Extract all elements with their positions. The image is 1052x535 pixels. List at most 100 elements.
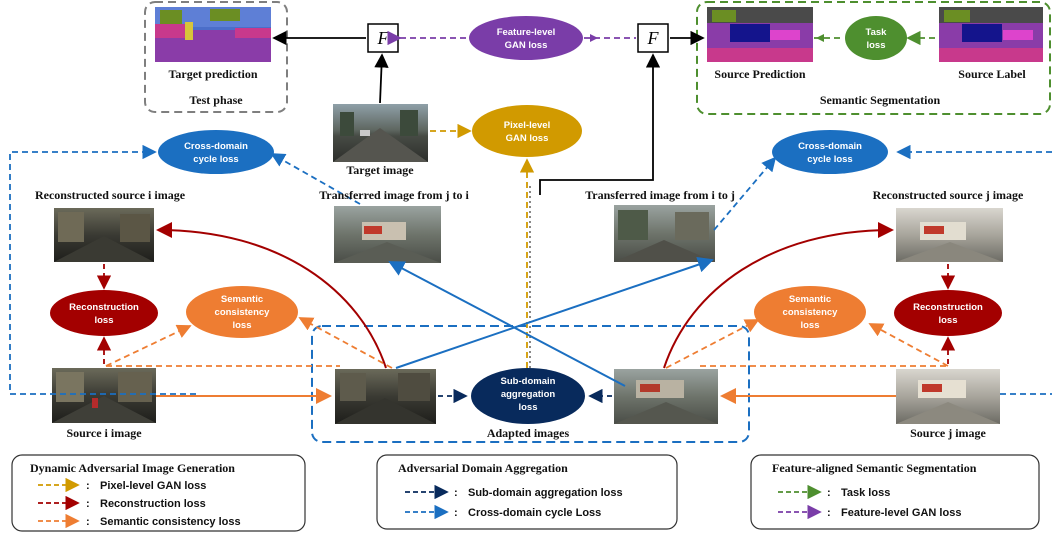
- transferred-i-to-j-image: [614, 205, 715, 262]
- subdomain-line1: Sub-domain: [501, 376, 556, 387]
- test-phase-box: [144, 1, 288, 113]
- arrow-semantic-right-source: [868, 323, 949, 367]
- arrow-cycle-left-transfer: [270, 153, 361, 205]
- source-prediction-image: [707, 7, 813, 62]
- legend-aggregation-title: Adversarial Domain Aggregation: [398, 461, 568, 475]
- source-label-image: [939, 7, 1043, 62]
- mapping-f-left: F: [367, 23, 399, 53]
- adapted-image-left: [335, 369, 436, 424]
- adapted-images-box: [311, 325, 750, 443]
- task-loss-node: Task loss: [845, 16, 907, 60]
- legend-pixel-gan-label: Pixel-level GAN loss: [100, 480, 206, 492]
- recon-source-i-caption: Reconstructed source i image: [35, 188, 186, 202]
- arrow-cycle-left-loop: [9, 144, 196, 395]
- target-prediction-caption: Target prediction: [169, 67, 258, 81]
- pixel-gan-loss-node: Pixel-level GAN loss: [472, 105, 582, 157]
- semantic-right-line1: Semantic: [789, 294, 831, 305]
- task-loss-line2: loss: [866, 40, 885, 51]
- subdomain-line2: aggregation: [501, 389, 556, 400]
- semantic-left-line3: loss: [232, 320, 251, 331]
- transfer-j-to-i-caption: Transferred image from j to i: [319, 188, 469, 202]
- legend-dynamic-title: Dynamic Adversarial Image Generation: [30, 461, 235, 475]
- legend-dynamic-generation: Dynamic Adversarial Image Generation : P…: [11, 454, 306, 532]
- legend-task-label: Task loss: [841, 487, 890, 499]
- reconstructed-source-j-image: [896, 208, 1003, 262]
- legend-domain-aggregation: Adversarial Domain Aggregation : Sub-dom…: [376, 454, 678, 530]
- legend-subdomain-colon: :: [454, 487, 458, 499]
- arrow-semantic-right-adapted: [665, 319, 760, 369]
- mapping-f-left-label: F: [377, 28, 390, 48]
- arrowhead-task-left: [816, 34, 824, 42]
- recon-source-j-caption: Reconstructed source j image: [873, 188, 1024, 202]
- mapping-f-right: F: [637, 23, 669, 53]
- target-image-caption: Target image: [346, 163, 414, 177]
- reconstruction-loss-node-right: Reconstruction loss: [894, 290, 1002, 336]
- feature-gan-loss-line2: GAN loss: [505, 40, 548, 51]
- source-i-caption: Source i image: [66, 426, 142, 440]
- test-phase-caption: Test phase: [189, 93, 243, 107]
- target-prediction-image: [155, 7, 271, 62]
- source-j-image: [896, 369, 1000, 424]
- arrow-adapted-to-f: [539, 53, 661, 195]
- arrow-target-to-f: [374, 53, 389, 104]
- reconstructed-source-i-image: [54, 208, 154, 262]
- arrow-adapted-to-transfer-ij: [395, 256, 714, 369]
- feature-gan-loss-node: Feature-level GAN loss: [469, 16, 583, 60]
- arrow-recon-curve-right: [663, 222, 894, 369]
- reconstruction-loss-node-left: Reconstruction loss: [50, 290, 158, 336]
- task-loss-line1: Task: [866, 27, 888, 38]
- cycle-loss-node-left: Cross-domain cycle loss: [158, 130, 274, 174]
- legend-task-colon: :: [827, 487, 831, 499]
- legend-segmentation-title: Feature-aligned Semantic Segmentation: [772, 461, 977, 475]
- reconstruction-right-line2: loss: [938, 315, 957, 326]
- semantic-segmentation-caption: Semantic Segmentation: [820, 93, 941, 107]
- semantic-segmentation-box: [696, 1, 1051, 115]
- reconstruction-left-line2: loss: [94, 315, 113, 326]
- source-label-caption: Source Label: [958, 67, 1026, 81]
- source-prediction-caption: Source Prediction: [714, 67, 806, 81]
- target-image: [333, 104, 428, 162]
- legend-pixel-gan-colon: :: [86, 480, 90, 492]
- semantic-left-line1: Semantic: [221, 294, 263, 305]
- legend-feature-gan-colon: :: [827, 507, 831, 519]
- mapping-f-right-label: F: [647, 28, 660, 48]
- arrow-adapted-to-transfer-ji: [388, 261, 626, 387]
- cycle-loss-node-right: Cross-domain cycle loss: [772, 130, 888, 174]
- adapted-images-caption: Adapted images: [487, 426, 570, 440]
- legend-cycle-label: Cross-domain cycle Loss: [468, 507, 601, 519]
- reconstruction-left-line1: Reconstruction: [69, 302, 139, 313]
- semantic-right-line2: consistency: [783, 307, 839, 318]
- cycle-loss-right-line1: Cross-domain: [798, 141, 862, 152]
- legend-cycle-colon: :: [454, 507, 458, 519]
- legend-feature-gan-label: Feature-level GAN loss: [841, 507, 961, 519]
- transferred-j-to-i-image: [334, 206, 441, 263]
- legend-reconstruction-label: Reconstruction loss: [100, 498, 206, 510]
- legend-feature-segmentation: Feature-aligned Semantic Segmentation : …: [750, 454, 1040, 530]
- subdomain-loss-node: Sub-domain aggregation loss: [471, 368, 585, 424]
- arrowhead-feature-gan-right: [590, 34, 598, 42]
- cycle-loss-right-line2: cycle loss: [807, 154, 852, 165]
- adapted-image-right: [614, 369, 718, 424]
- semantic-right-line3: loss: [800, 320, 819, 331]
- arrow-semantic-left-adapted: [298, 317, 393, 369]
- legend-subdomain-label: Sub-domain aggregation loss: [468, 487, 623, 499]
- source-j-caption: Source j image: [910, 426, 986, 440]
- arrow-semantic-left-source: [105, 324, 192, 367]
- arrow-cycle-right-transfer: [713, 156, 777, 231]
- legend-semantic-colon: :: [86, 516, 90, 528]
- feature-gan-loss-line1: Feature-level: [497, 27, 556, 38]
- pixel-gan-loss-line1: Pixel-level: [504, 120, 550, 131]
- cycle-loss-left-line1: Cross-domain: [184, 141, 248, 152]
- pixel-gan-loss-line2: GAN loss: [506, 133, 549, 144]
- arrow-recon-curve-left: [156, 222, 387, 369]
- transfer-i-to-j-caption: Transferred image from i to j: [585, 188, 735, 202]
- semantic-loss-node-left: Semantic consistency loss: [186, 286, 298, 338]
- legend-reconstruction-colon: :: [86, 498, 90, 510]
- subdomain-line3: loss: [518, 402, 537, 413]
- cycle-loss-left-line2: cycle loss: [193, 154, 238, 165]
- legend-semantic-label: Semantic consistency loss: [100, 516, 241, 528]
- source-i-image: [52, 368, 156, 423]
- semantic-loss-node-right: Semantic consistency loss: [754, 286, 866, 338]
